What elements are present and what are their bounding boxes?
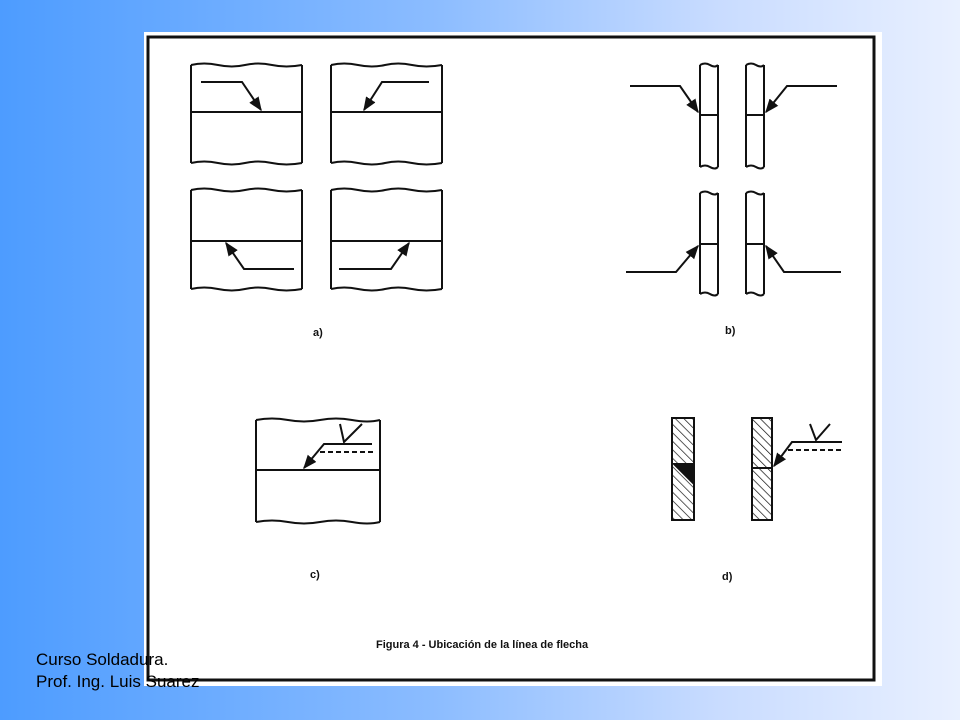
footer: Curso Soldadura. Prof. Ing. Luis Suarez <box>36 649 199 693</box>
figure-drawing: a) b) c) d) Figura 4 - Ubicación de la l… <box>146 35 876 682</box>
panel-a-label: a) <box>313 327 323 339</box>
panel-a-drawing <box>190 62 443 292</box>
panel-d-label: d) <box>722 571 733 583</box>
panel-c-label: c) <box>310 569 320 581</box>
figure-panel: a) b) c) d) Figura 4 - Ubicación de la l… <box>144 32 882 686</box>
figure-caption: Figura 4 - Ubicación de la línea de flec… <box>376 639 589 651</box>
panel-d-drawing <box>671 417 842 521</box>
footer-course: Curso Soldadura. <box>36 650 169 669</box>
footer-author: Prof. Ing. Luis Suarez <box>36 672 200 691</box>
panel-b-drawing <box>626 62 841 297</box>
panel-b-label: b) <box>725 325 736 337</box>
panel-c-drawing <box>255 417 381 525</box>
figure-frame <box>146 35 876 682</box>
